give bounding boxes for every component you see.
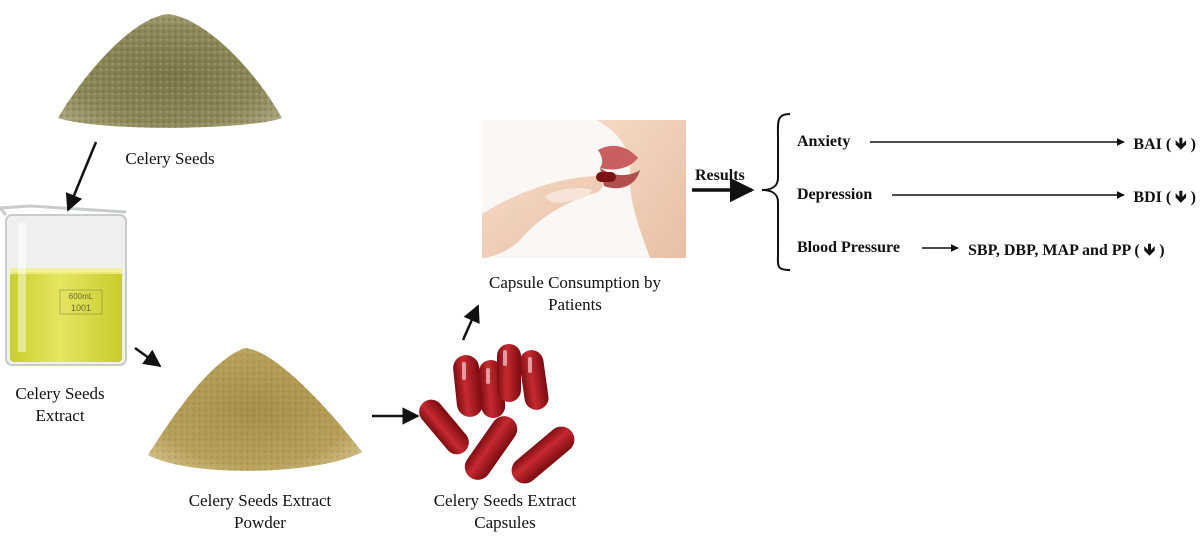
label-extract-line2: Extract bbox=[35, 406, 84, 425]
down-arrow-icon: 🡻 bbox=[1144, 242, 1156, 259]
label-powder-line1: Celery Seeds Extract bbox=[189, 491, 332, 510]
label-consumption-line1: Capsule Consumption by bbox=[489, 273, 661, 292]
arrow-extract-to-powder bbox=[135, 348, 160, 366]
arrow-seeds-to-extract bbox=[68, 142, 96, 210]
measure-bdi: BDI ( 🡻 ) bbox=[1133, 186, 1196, 213]
label-capsules-line2: Capsules bbox=[474, 513, 535, 532]
measure-bai-text: BAI ( bbox=[1133, 136, 1171, 153]
extract-capsules-image bbox=[414, 344, 579, 489]
label-extract-capsules: Celery Seeds Extract Capsules bbox=[405, 490, 605, 534]
capsule-consumption-image bbox=[482, 120, 686, 258]
label-extract-line1: Celery Seeds bbox=[15, 384, 104, 403]
beaker-marking-bottom: 1001 bbox=[71, 303, 91, 313]
beaker-marking-top: 600mL bbox=[69, 292, 94, 301]
label-consumption-line2: Patients bbox=[548, 295, 602, 314]
measure-bp: SBP, DBP, MAP and PP ( 🡻 ) bbox=[968, 239, 1165, 266]
outcome-blood-pressure: Blood Pressure bbox=[797, 239, 900, 257]
label-celery-seeds-extract: Celery Seeds Extract bbox=[0, 383, 120, 427]
celery-seeds-extract-image: 600mL 1001 bbox=[0, 206, 126, 365]
outcome-depression: Depression bbox=[797, 186, 872, 204]
label-capsule-consumption: Capsule Consumption by Patients bbox=[470, 272, 680, 316]
close-paren: ) bbox=[1159, 242, 1164, 259]
outcome-anxiety: Anxiety bbox=[797, 133, 850, 151]
extract-powder-image bbox=[148, 348, 362, 471]
label-celery-seeds-text: Celery Seeds bbox=[125, 149, 214, 168]
measure-bdi-text: BDI ( bbox=[1133, 189, 1171, 206]
down-arrow-icon: 🡻 bbox=[1175, 189, 1187, 206]
celery-seeds-image bbox=[58, 14, 282, 128]
measure-bp-text: SBP, DBP, MAP and PP ( bbox=[968, 242, 1140, 259]
close-paren: ) bbox=[1191, 189, 1196, 206]
label-powder-line2: Powder bbox=[234, 513, 286, 532]
close-paren: ) bbox=[1191, 136, 1196, 153]
down-arrow-icon: 🡻 bbox=[1175, 136, 1187, 153]
measure-bai: BAI ( 🡻 ) bbox=[1133, 133, 1196, 160]
label-extract-powder: Celery Seeds Extract Powder bbox=[160, 490, 360, 534]
label-capsules-line1: Celery Seeds Extract bbox=[434, 491, 577, 510]
results-brace bbox=[762, 114, 790, 270]
label-celery-seeds: Celery Seeds bbox=[110, 148, 230, 170]
results-label: Results bbox=[695, 167, 745, 185]
